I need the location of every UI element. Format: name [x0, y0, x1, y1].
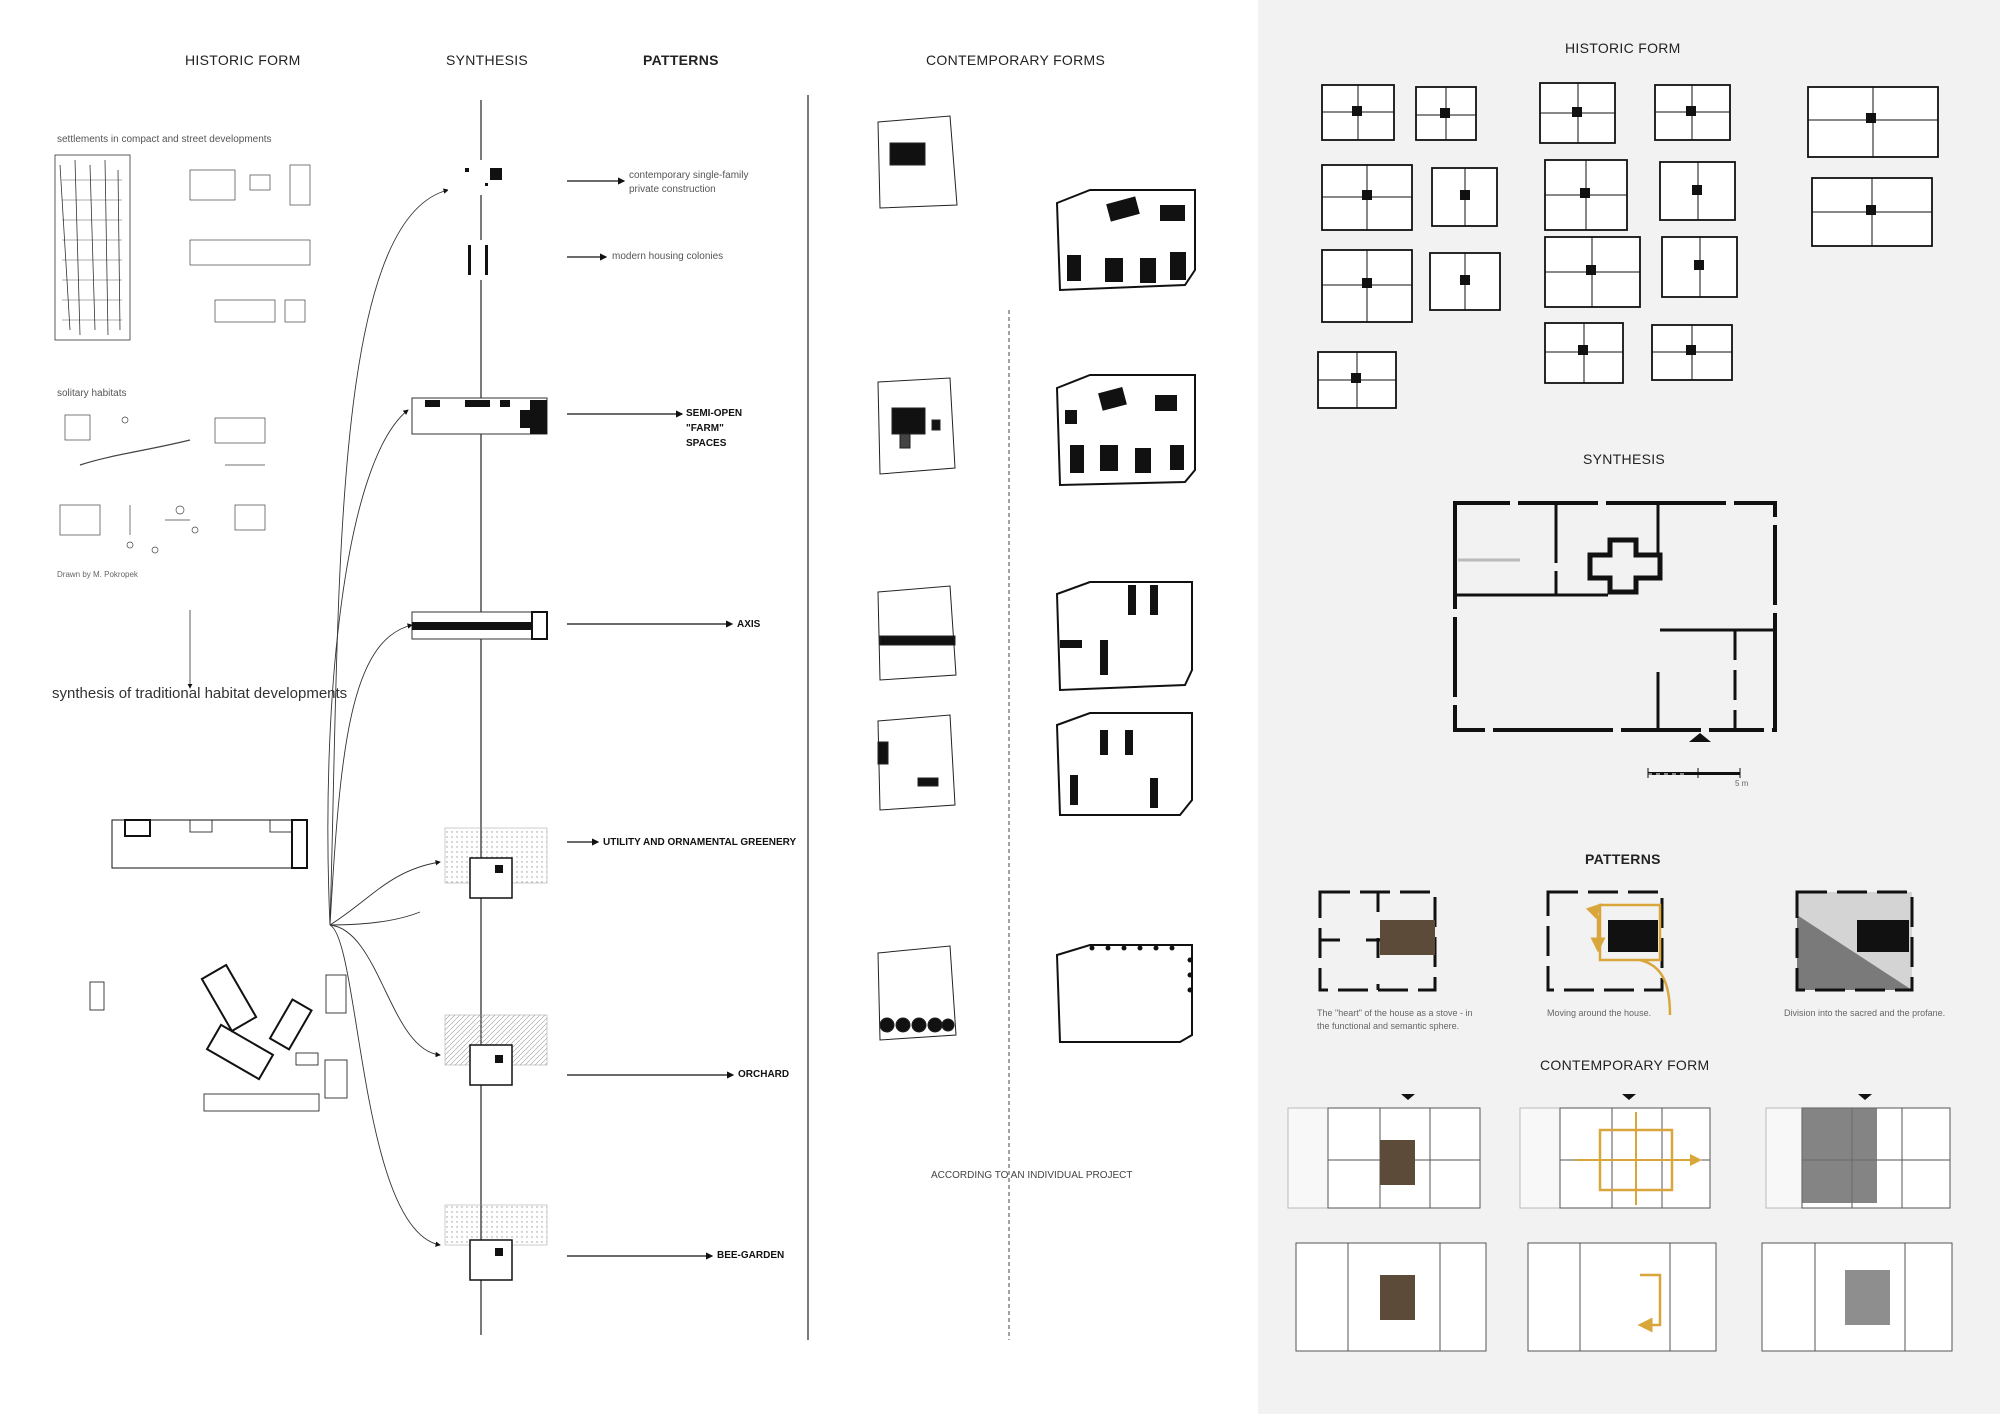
right-header-historic-form: HISTORIC FORM [1565, 40, 1681, 56]
right-header-patterns: PATTERNS [1585, 851, 1661, 867]
historic-floorplan-thumbnails [1317, 82, 1939, 409]
header-historic-form: HISTORIC FORM [185, 52, 301, 68]
header-contemporary-forms: CONTEMPORARY FORMS [926, 52, 1106, 68]
label-farm-2: "FARM" [686, 423, 724, 434]
historic-settlement-map [54, 154, 131, 341]
label-greenery: UTILITY AND ORNAMENTAL GREENERY [603, 837, 797, 848]
pattern-heart [1318, 890, 1437, 992]
pattern-division [1795, 890, 1914, 992]
contemporary-clusters [1055, 189, 1196, 1043]
label-farm-1: SEMI-OPEN [686, 408, 743, 419]
synthesis-schematics [411, 160, 548, 1281]
caption-moving: Moving around the house. [1547, 1008, 1652, 1018]
label-single-family-1: contemporary single-family [629, 170, 749, 181]
drawn-by-caption: Drawn by M. Pokropek [57, 570, 138, 579]
individual-project-label: ACCORDING TO AN INDIVIDUAL PROJECT [931, 1170, 1133, 1181]
right-header-synthesis: SYNTHESIS [1583, 451, 1666, 467]
contemporary-single-plots [877, 115, 958, 1041]
entrance-triangle [1689, 733, 1711, 742]
label-single-family-2: private construction [629, 184, 716, 195]
synthesis-floor-plan [1453, 501, 1777, 732]
label-orchard: ORCHARD [738, 1069, 790, 1080]
label-bee-garden: BEE-GARDEN [717, 1250, 785, 1261]
right-header-contemporary-form: CONTEMPORARY FORM [1540, 1057, 1710, 1073]
label-farm-3: SPACES [686, 438, 727, 449]
historic-stove-marks [1351, 106, 1876, 383]
contemporary-plan-highlights [1380, 1094, 1890, 1333]
scale-bar [1647, 768, 1741, 778]
scale-label: 5 m [1735, 779, 1749, 788]
synthesis-caption: synthesis of traditional habitat develop… [52, 685, 348, 702]
header-synthesis: SYNTHESIS [446, 52, 529, 68]
settlements-caption: settlements in compact and street develo… [57, 134, 272, 145]
connector-curves [327, 188, 449, 1247]
historic-farmstead-sketches [59, 164, 311, 554]
caption-heart-1: The "heart" of the house as a stove - in [1317, 1008, 1473, 1018]
solitary-caption: solitary habitats [57, 388, 127, 399]
pattern-arrows [567, 177, 735, 1260]
pattern-moving [1546, 892, 1672, 1016]
label-axis: AXIS [737, 619, 761, 630]
header-patterns: PATTERNS [643, 52, 719, 68]
caption-division: Division into the sacred and the profane… [1784, 1008, 1946, 1018]
label-housing-colonies: modern housing colonies [612, 251, 724, 262]
caption-heart-2: the functional and semantic sphere. [1317, 1021, 1460, 1031]
synthesis-site-plan [89, 819, 348, 1112]
